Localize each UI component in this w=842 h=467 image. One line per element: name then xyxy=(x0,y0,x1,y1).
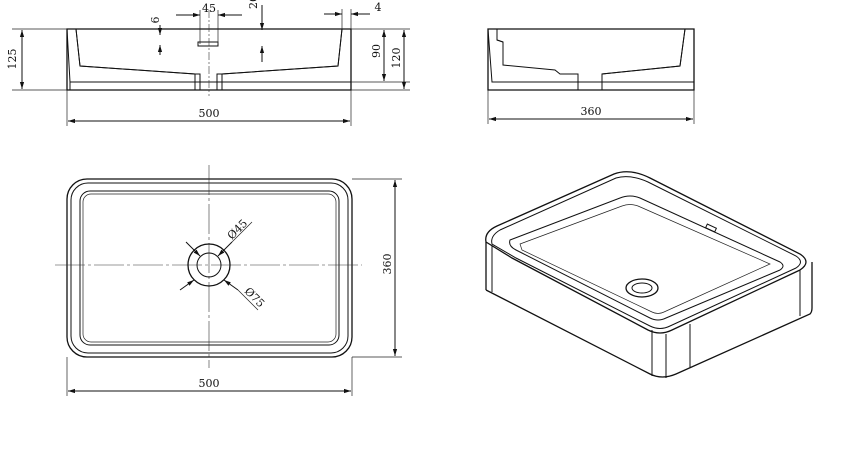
plan-depth-dim: 360 xyxy=(381,254,394,275)
plan-inner-bowl xyxy=(79,190,340,346)
plan-width-dim: 500 xyxy=(199,377,220,390)
isometric-view xyxy=(485,171,813,378)
front-top-dim: 20 xyxy=(247,0,260,9)
front-side-height-dim: 120 xyxy=(390,48,403,69)
iso-inner-bowl xyxy=(509,195,784,321)
side-basin-outline xyxy=(487,28,695,91)
front-width-dim: 500 xyxy=(199,107,220,120)
front-drain xyxy=(194,73,201,91)
plan-outer-drain-dim: Ø75 xyxy=(242,285,267,310)
side-depth-dim: 360 xyxy=(581,105,602,118)
front-left-wall xyxy=(66,28,196,83)
front-drain-dim: 45 xyxy=(202,2,216,15)
front-height-dim: 125 xyxy=(6,49,19,70)
plan-inner-drain-dim: Ø45 xyxy=(225,217,250,242)
plan-drain-outer xyxy=(187,243,231,287)
plan-outer-rim xyxy=(66,178,353,358)
front-rim-dim: 4 xyxy=(375,1,382,14)
plan-drain-inner xyxy=(196,252,222,278)
iso-drain xyxy=(625,278,659,298)
plan-view: Ø45 Ø75 360 500 xyxy=(55,165,402,396)
front-right-wall xyxy=(221,28,352,83)
front-inner-height-dim: 90 xyxy=(370,44,383,58)
front-depth-dim: 6 xyxy=(149,17,162,24)
side-section-view: 360 xyxy=(487,28,695,124)
front-section-view: 45 6 20 4 125 90 120 500 xyxy=(6,0,410,126)
iso-outer-rim xyxy=(485,171,807,334)
